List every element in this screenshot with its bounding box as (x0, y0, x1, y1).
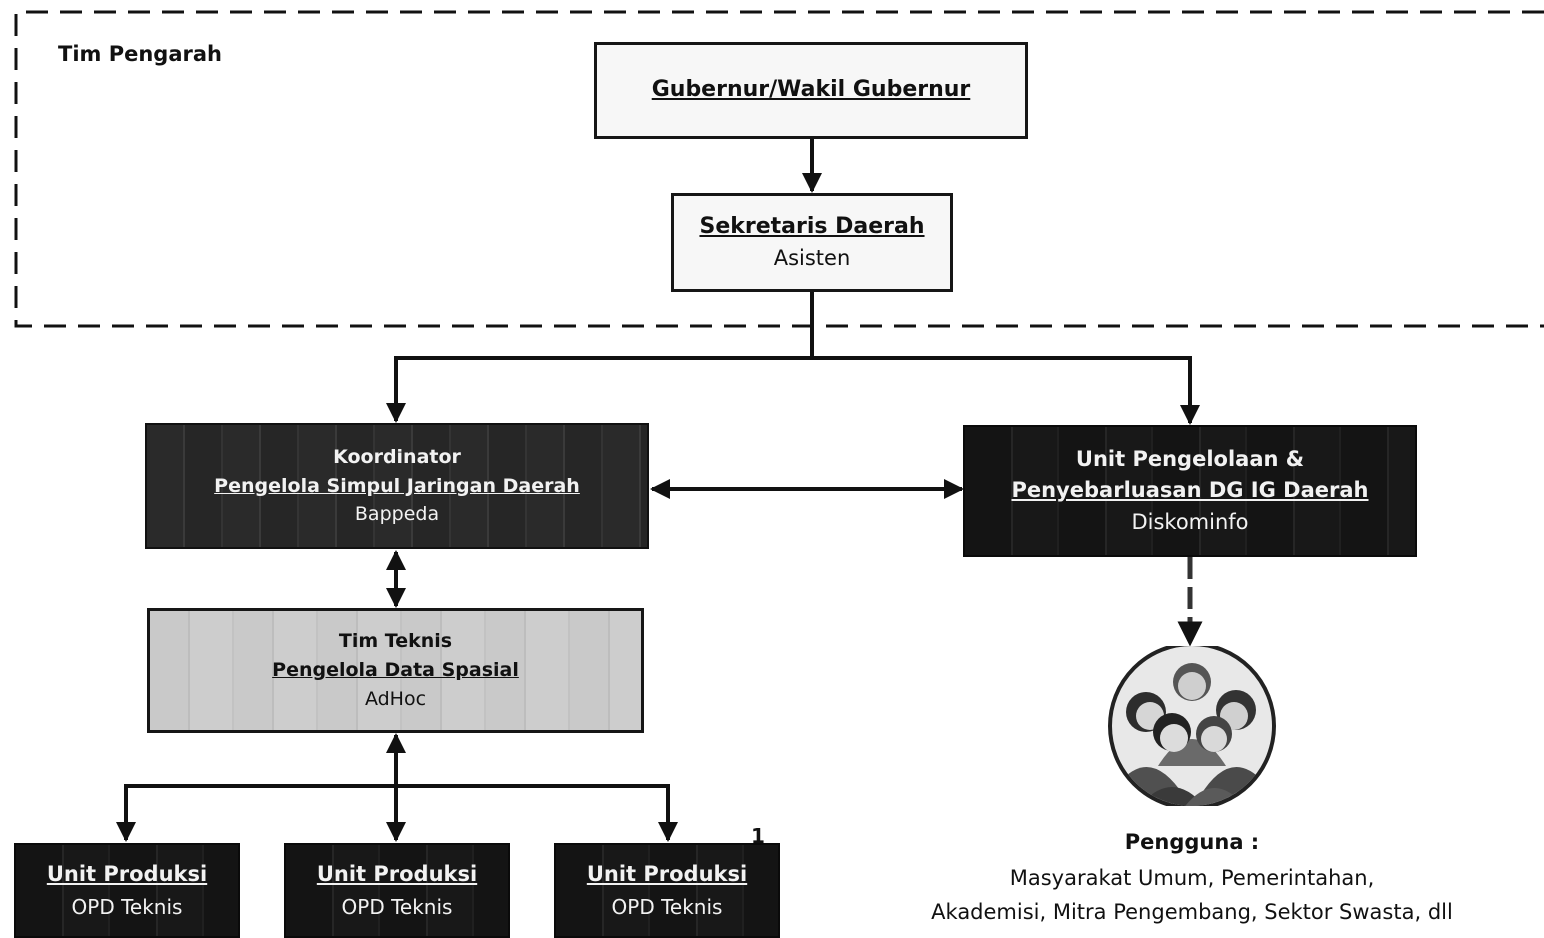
governor-title: Gubernur/Wakil Gubernur (651, 77, 971, 103)
production-unit-title: Unit Produksi (316, 862, 478, 886)
stray-mark: 1 (751, 824, 765, 848)
steering-team-label: Tim Pengarah (58, 42, 222, 66)
dissemination-unit-agency: Diskominfo (1131, 509, 1249, 534)
dissemination-unit-box: Unit Pengelolaan & Penyebarluasan DG IG … (963, 425, 1417, 557)
production-unit-2: Unit Produksi OPD Teknis (284, 843, 510, 938)
production-unit-agency: OPD Teknis (71, 895, 183, 920)
production-unit-3: Unit Produksi OPD Teknis (554, 843, 780, 938)
technical-team-box: Tim Teknis Pengelola Data Spasial AdHoc (147, 608, 644, 733)
production-unit-title: Unit Produksi (586, 862, 748, 886)
users-line-2: Akademisi, Mitra Pengembang, Sektor Swas… (931, 900, 1453, 924)
users-line-1: Masyarakat Umum, Pemerintahan, (1009, 866, 1375, 890)
coordinator-heading: Koordinator (333, 445, 461, 468)
technical-team-heading: Tim Teknis (338, 630, 453, 653)
secretary-title: Sekretaris Daerah (699, 213, 925, 239)
secretary-box: Sekretaris Daerah Asisten (671, 193, 953, 292)
technical-team-title: Pengelola Data Spasial (272, 659, 519, 682)
secretary-subtitle: Asisten (773, 246, 851, 271)
production-unit-1: Unit Produksi OPD Teknis (14, 843, 240, 938)
coordinator-agency: Bappeda (354, 503, 440, 526)
production-unit-agency: OPD Teknis (611, 895, 723, 920)
production-unit-title: Unit Produksi (46, 862, 208, 886)
users-heading: Pengguna : (1124, 830, 1260, 854)
coordinator-title: Pengelola Simpul Jaringan Daerah (214, 474, 580, 497)
dissemination-unit-title: Penyebarluasan DG IG Daerah (1011, 478, 1369, 503)
users-group-icon (1108, 646, 1276, 806)
production-unit-agency: OPD Teknis (341, 895, 453, 920)
dissemination-unit-heading: Unit Pengelolaan & (1075, 447, 1305, 472)
steering-team-boundary (14, 10, 1544, 328)
coordinator-box: Koordinator Pengelola Simpul Jaringan Da… (145, 423, 649, 549)
technical-team-agency: AdHoc (364, 687, 427, 710)
governor-box: Gubernur/Wakil Gubernur (594, 42, 1028, 139)
